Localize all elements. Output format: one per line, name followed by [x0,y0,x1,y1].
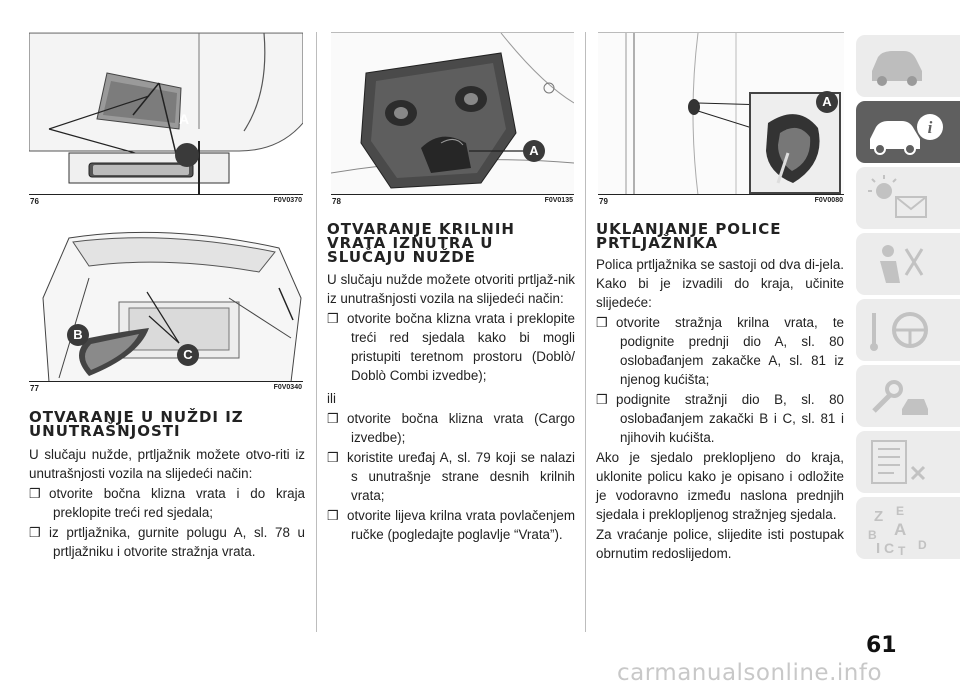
tab-driving[interactable] [856,299,960,361]
tab-warning-lights[interactable] [856,167,960,229]
door-release-device-illustration [598,33,844,195]
intro-paragraph: U slučaju nužde možete otvoriti prtljaž-… [327,272,575,306]
steering-wheel-tools-icon [870,312,928,351]
callout-B: B [67,324,89,346]
wrench-car-icon [872,380,928,415]
tab-emergency[interactable] [856,365,960,427]
list-item-text: podignite stražnji dio B, sl. 80 oslobađ… [616,392,844,445]
alphabet-index-icon: Z E A B I C T D [868,504,927,558]
tab-specifications[interactable] [856,431,960,493]
figure-caption: 77 F0V0340 [29,381,303,396]
figure-code: F0V0135 [544,197,573,204]
title-line: PRTLJAŽNIKA [596,234,719,252]
list-item-text: otvorite stražnja krilna vrata, te podig… [616,315,844,387]
warning-lights-icon [868,175,927,218]
figure-number: 76 [30,197,39,206]
figure-number: 78 [332,197,341,206]
title-line: OTVARANJE U NUŽDI IZ [29,408,244,426]
checkbox-bullet-icon: ❒ [327,508,339,523]
list-item: ❒ otvorite stražnja krilna vrata, te podi… [596,313,844,389]
column-divider [316,32,317,632]
section-body: U slučaju nužde, prtljažnik možete otvo-… [29,445,305,562]
checkbox-bullet-icon: ❒ [327,411,339,426]
title-line: SLUČAJU NUŽDE [327,248,476,266]
figure-77: B C 77 F0V0340 [29,228,303,396]
figure-76: A 76 F0V0370 [29,32,303,209]
list-item: ❒ otvorite bočna klizna vrata (Cargo izve… [327,409,575,447]
svg-text:i: i [928,118,933,137]
index-letter: E [896,504,904,518]
paragraph: Ako je sjedalo preklopljeno do kraja, uk… [596,450,844,522]
tab-safety[interactable] [856,233,960,295]
section-body: Polica prtljažnika se sastoji od dva di-… [596,255,844,564]
list-item-text: iz prtljažnika, gurnite polugu A, sl. 78… [49,525,305,559]
list-item-text: otvorite lijeva krilna vrata povlačenjem… [347,508,575,542]
section-body: U slučaju nužde možete otvoriti prtljaž-… [327,270,575,545]
callout-A: A [179,111,190,127]
figure-code: F0V0080 [814,197,843,204]
car-info-icon: i [870,114,943,155]
list-item: ❒ koristite uređaj A, sl. 79 koji se nala… [327,448,575,505]
watermark: carmanualsonline.info [617,660,883,686]
figure-code: F0V0370 [273,197,302,204]
index-letter: T [898,544,906,558]
figure-78: A 78 F0V0135 [331,32,574,209]
tab-car[interactable] [856,35,960,97]
checkbox-bullet-icon: ❒ [596,392,608,407]
intro-paragraph: U slučaju nužde, prtljažnik možete otvo-… [29,447,305,481]
figure-caption: 79 F0V0080 [598,194,844,209]
index-letter: Z [874,508,883,525]
checkbox-bullet-icon: ❒ [327,311,339,326]
checkbox-bullet-icon: ❒ [596,315,608,330]
figure-caption: 76 F0V0370 [29,194,303,209]
callout-C: C [177,344,199,366]
index-letter: D [918,538,927,552]
callout-A: A [523,140,545,162]
figure-code: F0V0340 [273,384,302,391]
index-letter: B [868,528,877,542]
index-letter: A [894,520,906,539]
title-line: UKLANJANJE POLICE [596,220,782,238]
tailgate-license-light-illustration [29,33,303,195]
open-tailgate-interior-illustration [42,231,302,382]
figure-79: A 79 F0V0080 [598,32,844,209]
title-line: VRATA IZNUTRA U [327,234,494,252]
list-item: ❒ otvorite lijeva krilna vrata povlačenje… [327,506,575,544]
list-item-text: koristite uređaj A, sl. 79 koji se nalaz… [347,450,575,503]
list-item: ❒ otvorite bočna klizna vrata i do kraja … [29,484,305,522]
airbag-person-icon [880,245,924,283]
tab-index[interactable]: Z E A B I C T D [856,497,960,559]
list-item-text: otvorite bočna klizna vrata i preklopite… [347,311,575,383]
intro-paragraph: Polica prtljažnika se sastoji od dva di-… [596,257,844,310]
list-item-text: otvorite bočna klizna vrata (Cargo izved… [347,411,575,445]
document-list-icon [871,440,926,484]
tailgate-lock-lever-illustration [331,33,574,195]
figure-number: 77 [30,384,39,393]
figure-caption: 78 F0V0135 [331,194,574,209]
tab-car-info[interactable]: i [856,101,960,163]
index-letter: I [876,540,880,557]
car-icon [872,51,922,86]
checkbox-bullet-icon: ❒ [29,486,41,501]
index-letter: C [884,540,894,556]
or-text: ili [327,391,336,406]
title-line: UNUTRAŠNJOSTI [29,422,181,440]
checkbox-bullet-icon: ❒ [327,450,339,465]
callout-A: A [816,91,838,113]
page-number: 61 [866,633,897,658]
list-item: ❒ iz prtljažnika, gurnite polugu A, sl. 7… [29,523,305,561]
figure-number: 79 [599,197,608,206]
section-title: UKLANJANJE POLICE PRTLJAŽNIKA [596,220,782,252]
paragraph: Za vraćanje police, slijedite isti postu… [596,527,844,561]
checkbox-bullet-icon: ❒ [29,525,41,540]
column-divider [585,32,586,632]
title-line: OTVARANJE KRILNIH [327,220,515,238]
list-item: ❒ otvorite bočna klizna vrata i preklopit… [327,309,575,385]
section-title: OTVARANJE U NUŽDI IZ UNUTRAŠNJOSTI [29,408,244,440]
list-item: ❒ podignite stražnji dio B, sl. 80 osloba… [596,390,844,447]
list-item-text: otvorite bočna klizna vrata i do kraja p… [49,486,305,520]
section-title: OTVARANJE KRILNIH VRATA IZNUTRA U SLUČAJ… [327,220,515,266]
